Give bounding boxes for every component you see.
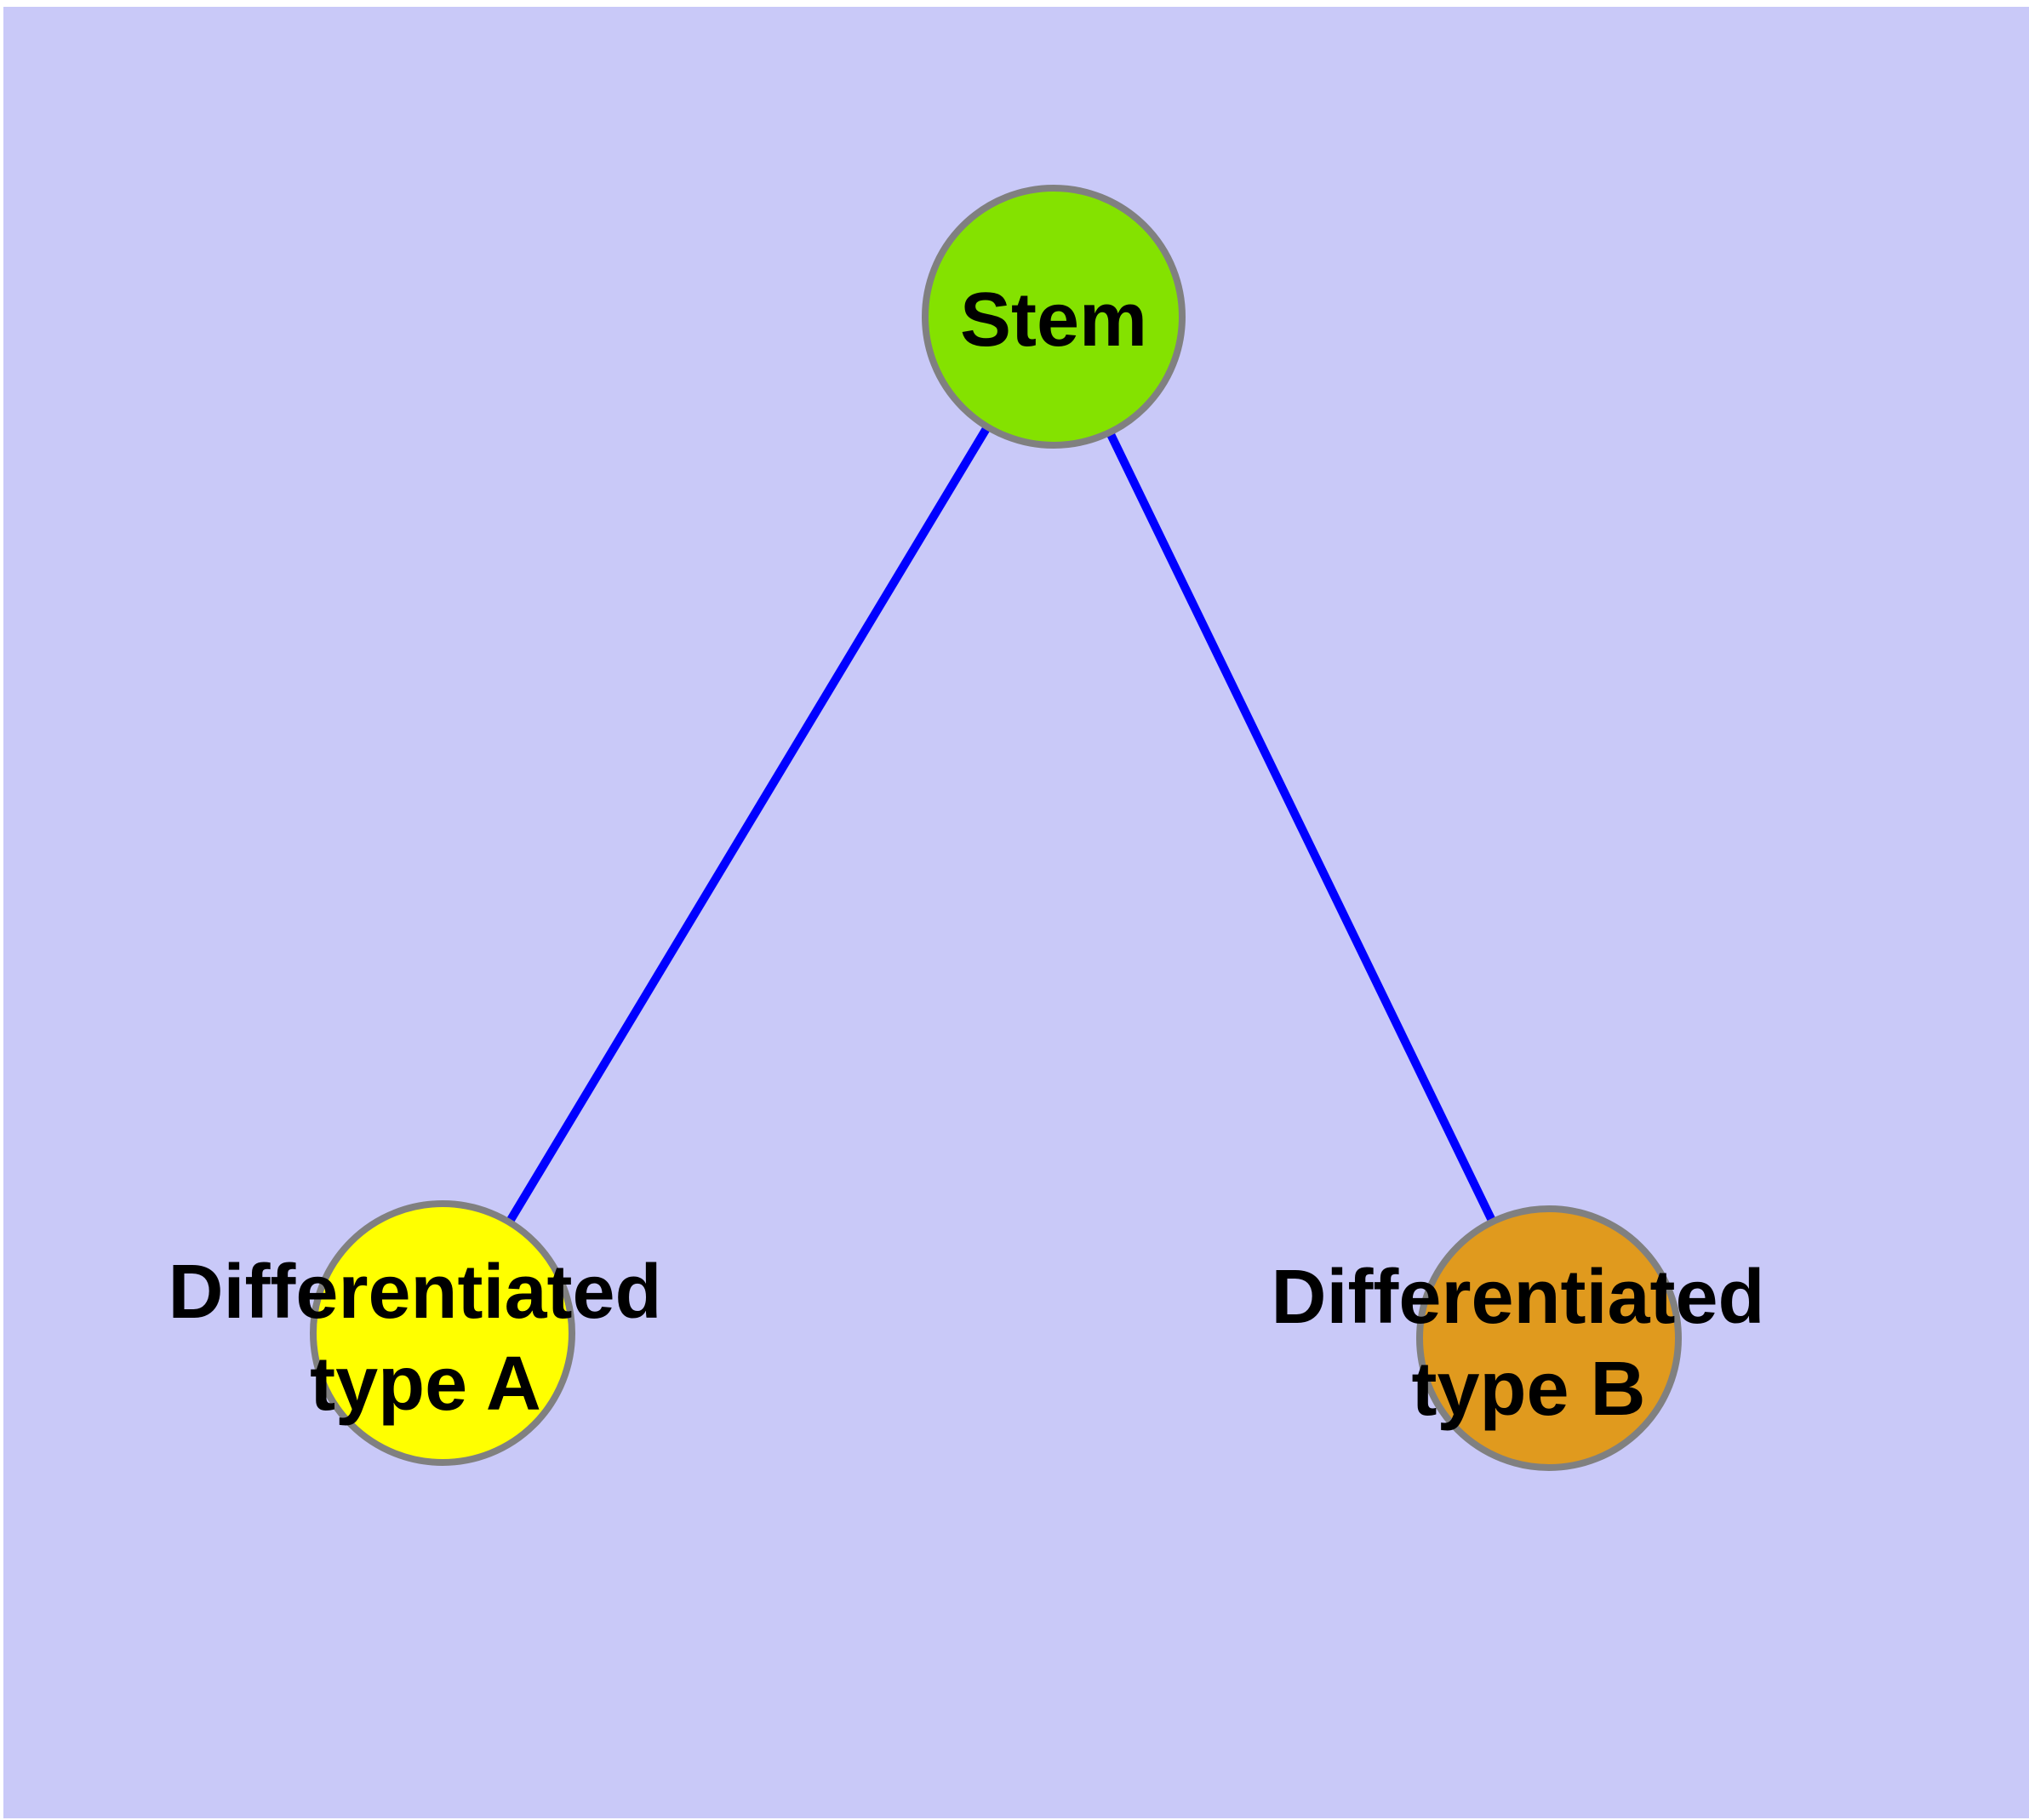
node-differentiated-type-a — [310, 1200, 575, 1466]
node-stem — [922, 185, 1186, 449]
edge-stem-to-type-b — [1049, 314, 1553, 1341]
node-differentiated-type-b — [1416, 1205, 1682, 1471]
node-differentiated-type-a-label-line2: type A — [310, 1342, 541, 1427]
node-differentiated-type-a-label-line1: Differentiated — [168, 1250, 661, 1335]
node-differentiated-type-b-label-line2: type B — [1411, 1347, 1645, 1432]
edge-stem-to-type-a — [438, 314, 1058, 1336]
node-differentiated-type-a-label: Differentiated type A — [168, 1250, 683, 1427]
node-differentiated-type-b-label: Differentiated type B — [1271, 1255, 1786, 1432]
node-stem-label: Stem — [960, 278, 1147, 363]
node-differentiated-type-b-label-line1: Differentiated — [1271, 1255, 1764, 1340]
